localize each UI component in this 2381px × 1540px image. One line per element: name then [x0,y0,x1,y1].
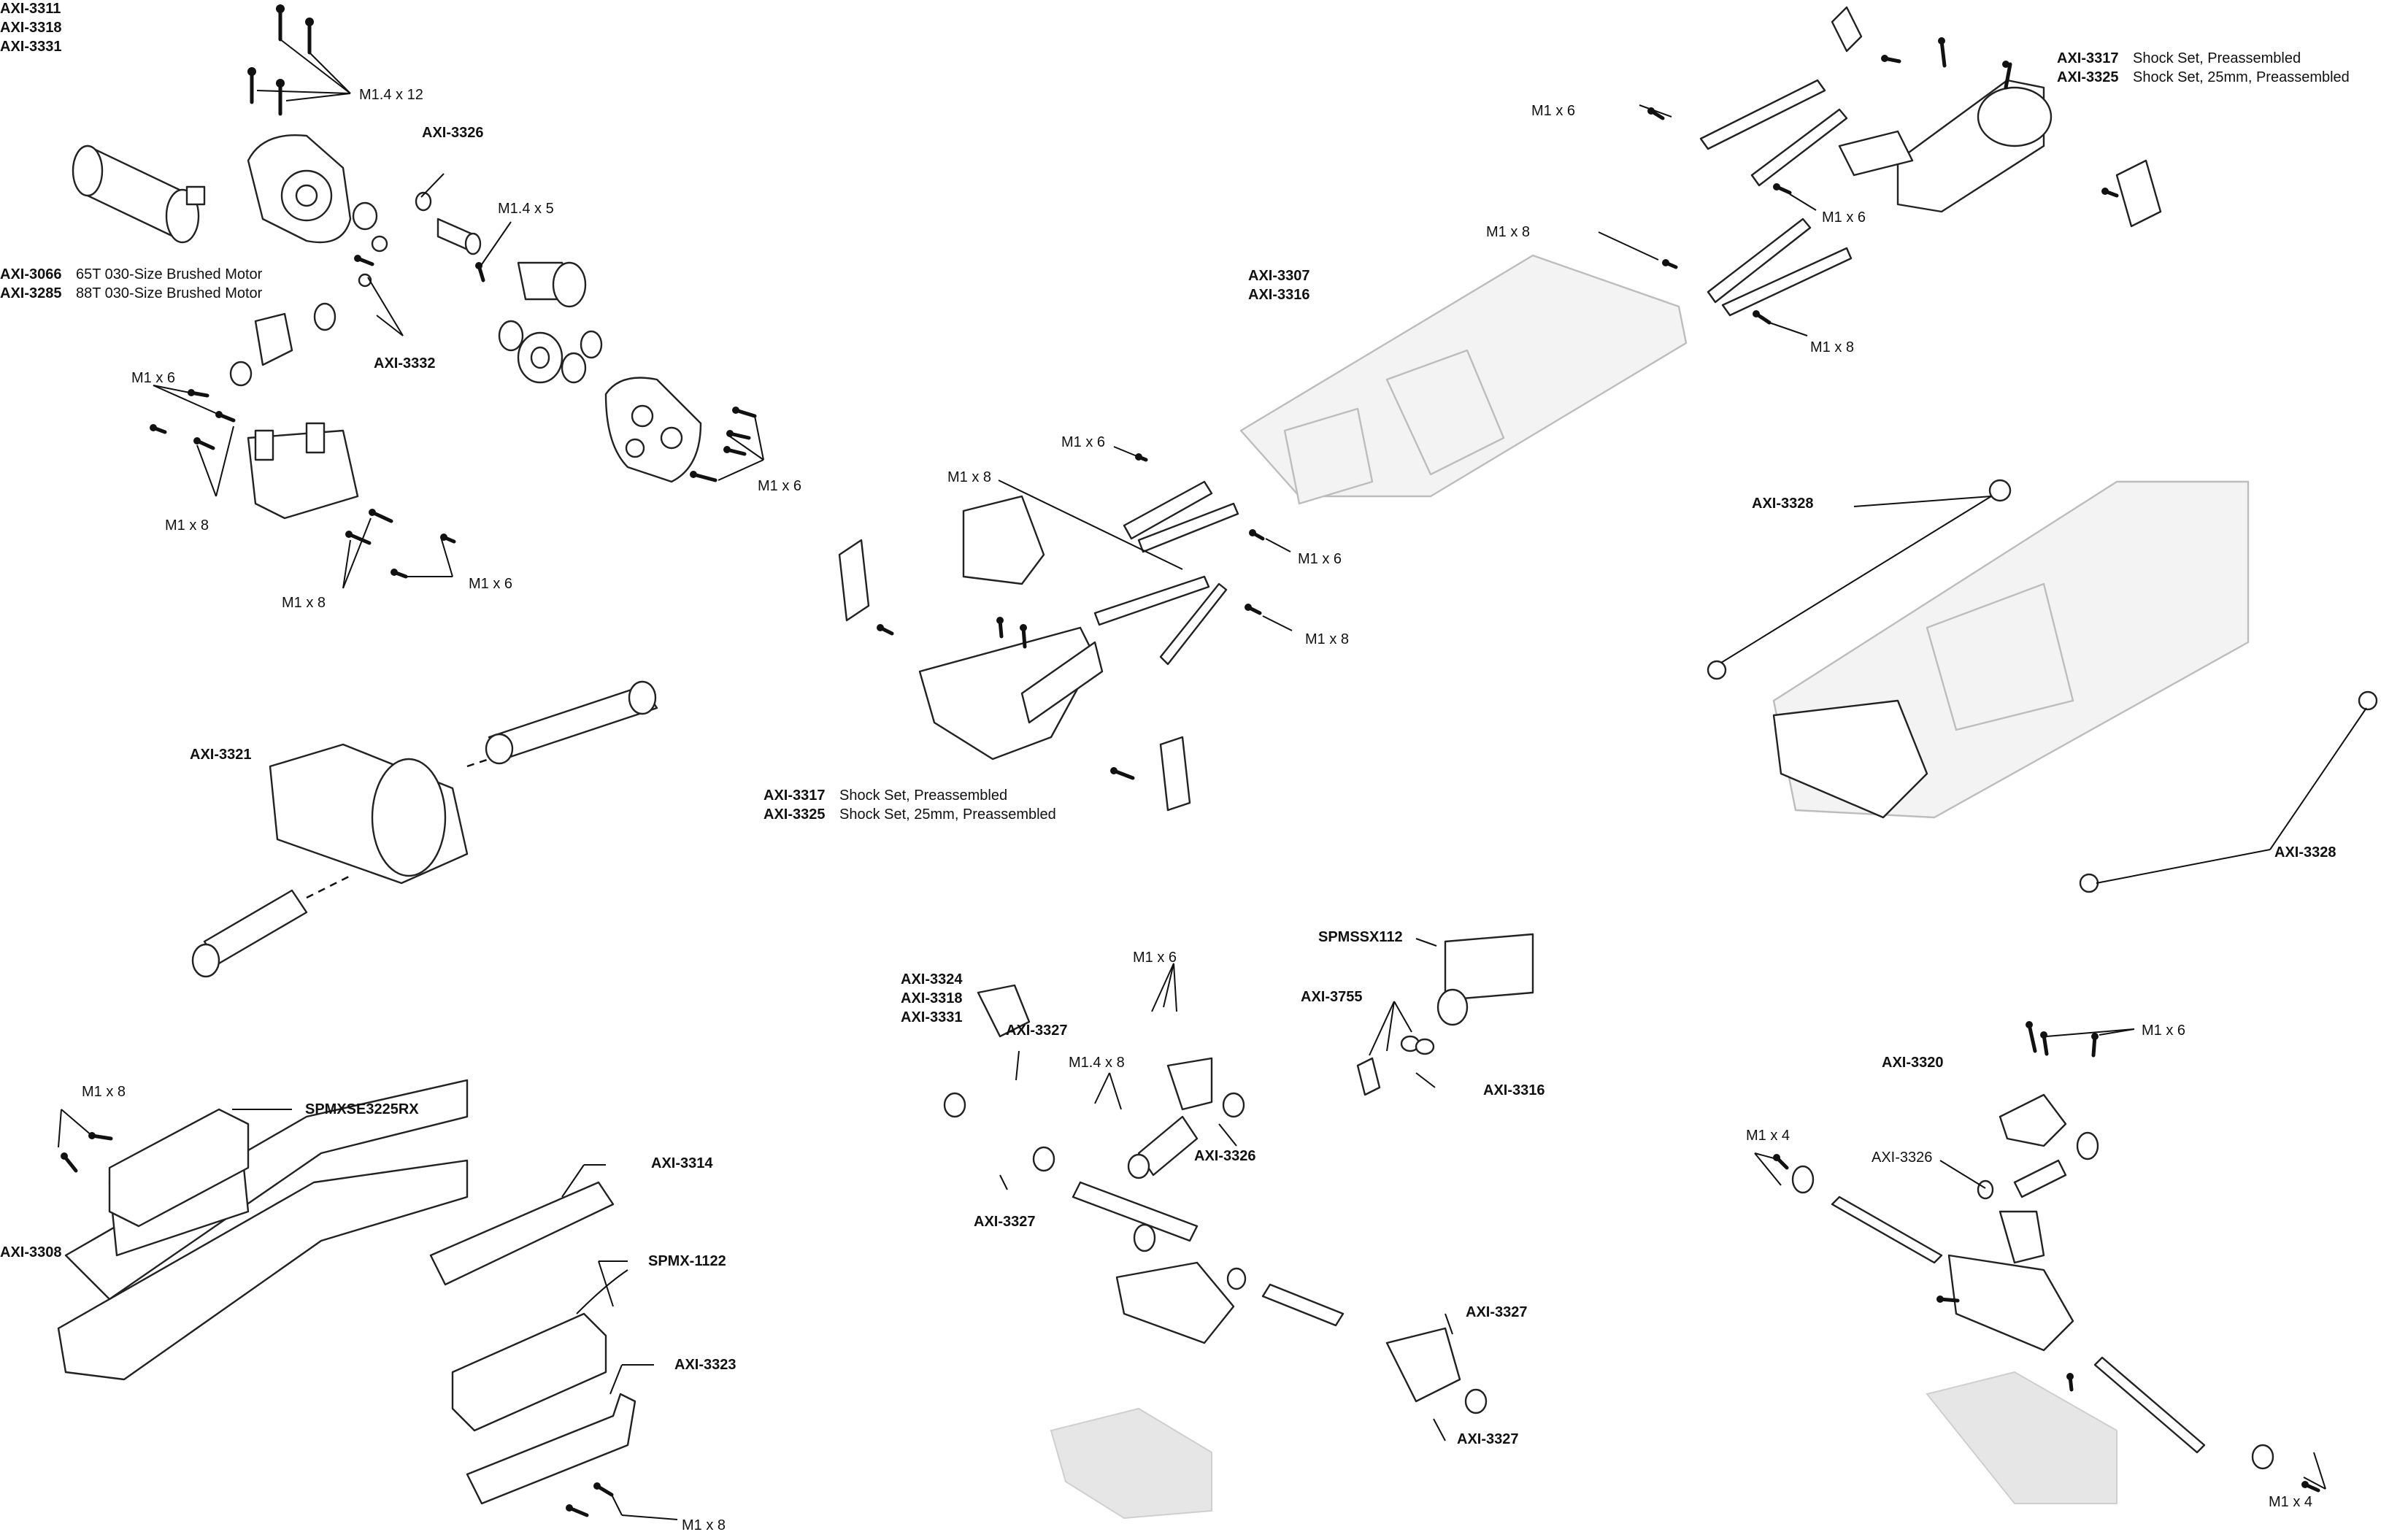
callout-m1-4x12: M1.4 x 12 [359,87,423,103]
callout-m1-4x8: M1.4 x 8 [1069,1055,1125,1071]
callout-axi-3285: AXI-3285 [0,285,62,301]
callout-axi-3327-b: AXI-3327 [974,1214,1036,1230]
callout-m1x8-f: M1 x 8 [1305,631,1349,647]
transmission-group [72,4,764,589]
motor-illustration [72,145,206,244]
callout-axi-3332: AXI-3332 [374,355,436,371]
callout-axi-3755: AXI-3755 [1301,989,1363,1005]
callout-axi-3325-a-desc: Shock Set, 25mm, Preassembled [839,806,1056,823]
callout-axi-3307: AXI-3307 [1248,268,1310,284]
callout-axi-3325-b-desc: Shock Set, 25mm, Preassembled [2133,69,2350,85]
callout-axi-3316-b: AXI-3316 [1483,1082,1545,1098]
callout-m1x8-h: M1 x 8 [1810,339,1854,355]
callout-axi-3318: AXI-3318 [0,20,62,36]
callout-spmxse3225rx: SPMXSE3225RX [305,1101,419,1117]
rear-axle-exploded-group [1754,1021,2326,1504]
callout-axi-3317-a-desc: Shock Set, Preassembled [839,788,1007,804]
callout-m1x6-d: M1 x 6 [1061,434,1105,450]
callout-m1x4-a: M1 x 4 [1746,1128,1790,1144]
callout-m1x8-e: M1 x 8 [947,469,991,485]
callout-axi-3325-b: AXI-3325 [2057,69,2119,85]
callout-axi-3327-c: AXI-3327 [1466,1304,1528,1320]
front-axle-group [838,446,1293,812]
callout-m1x8-c: M1 x 8 [82,1084,126,1100]
callout-m1x6-g: M1 x 6 [1822,209,1866,226]
callout-spmssx112: SPMSSX112 [1318,929,1403,945]
callout-axi-3328-a: AXI-3328 [1752,496,1814,512]
callout-axi-3317-a: AXI-3317 [763,788,826,804]
callout-axi-3318-b: AXI-3318 [901,990,963,1006]
callout-axi-3326-c: AXI-3326 [1872,1150,1932,1166]
callout-axi-3317-b: AXI-3317 [2057,50,2119,66]
center-chassis-group [1239,6,2162,505]
callout-axi-3066-desc: 65T 030-Size Brushed Motor [76,266,263,282]
callout-axi-3328-b: AXI-3328 [2274,844,2336,861]
callout-axi-3324: AXI-3324 [901,971,963,987]
callout-axi-3317-b-desc: Shock Set, Preassembled [2133,50,2301,66]
callout-axi-3326: AXI-3326 [422,125,484,141]
callout-m1-4x5: M1.4 x 5 [498,201,554,217]
callout-axi-3316-a: AXI-3316 [1248,287,1310,303]
callout-m1x6-h: M1 x 6 [1133,950,1177,966]
callout-m1x6-a: M1 x 6 [131,370,175,386]
callout-axi-3321: AXI-3321 [190,747,252,763]
callout-axi-3325-a: AXI-3325 [763,806,826,823]
chassis-frame-group [57,1079,678,1520]
callout-m1x6-i: M1 x 6 [2142,1023,2185,1039]
callout-m1x6-e: M1 x 6 [1298,551,1342,567]
callout-spmx-1122: SPMX-1122 [648,1253,726,1269]
callout-m1x4-b: M1 x 4 [2269,1494,2312,1510]
callout-m1x8-b: M1 x 8 [282,595,326,611]
callout-axi-3327-a: AXI-3327 [1006,1023,1068,1039]
callout-axi-3331-b: AXI-3331 [901,1009,963,1025]
callout-axi-3066: AXI-3066 [0,266,62,282]
assembled-chassis-group [1707,479,2378,893]
axle-exploded-group [943,933,1534,1520]
callout-m1x8-a: M1 x 8 [165,517,209,534]
callout-axi-3285-desc: 88T 030-Size Brushed Motor [76,285,263,301]
callout-m1x8-d: M1 x 8 [682,1517,726,1533]
callout-axi-3320: AXI-3320 [1882,1055,1944,1071]
driveshaft-assembly [191,680,658,978]
callout-m1x6-f: M1 x 6 [1531,103,1575,119]
callout-m1x6-b: M1 x 6 [758,478,801,494]
callout-axi-3311: AXI-3311 [0,1,61,17]
callout-axi-3308: AXI-3308 [0,1244,62,1260]
callout-m1x8-g: M1 x 8 [1486,224,1530,240]
callout-axi-3323: AXI-3323 [674,1357,736,1373]
callout-m1x6-c: M1 x 6 [469,576,512,592]
callout-axi-3327-d: AXI-3327 [1457,1431,1519,1447]
callout-axi-3331: AXI-3331 [0,39,62,55]
callout-axi-3314: AXI-3314 [651,1155,713,1171]
callout-axi-3326-b: AXI-3326 [1194,1148,1256,1164]
